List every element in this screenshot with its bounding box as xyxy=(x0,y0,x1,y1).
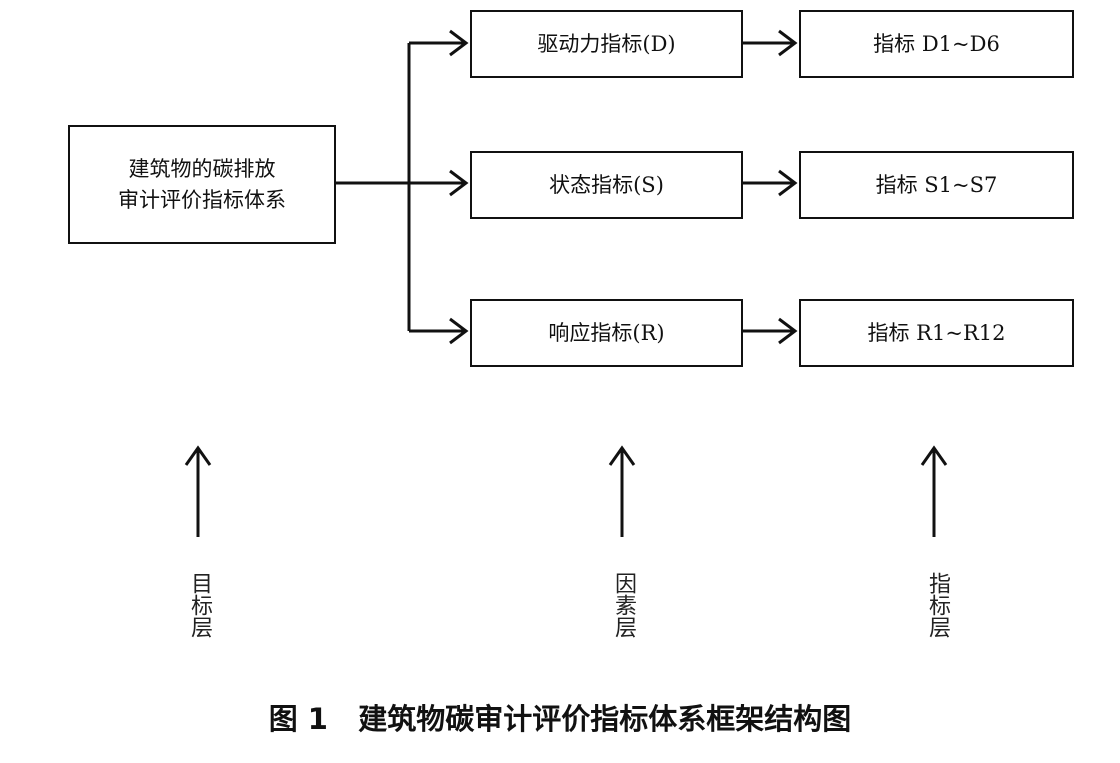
goal-line-1: 建筑物的碳排放 xyxy=(128,157,276,182)
indicator-label-s: 指标 S1~S7 xyxy=(875,172,998,197)
goal-line-2: 审计评价指标体系 xyxy=(118,187,286,212)
arrowhead-to-s xyxy=(449,169,469,197)
factor-box-s: 状态指标(S) xyxy=(470,151,743,219)
goal-layer-label: 目标层 xyxy=(187,572,212,638)
factor-layer-arrowhead xyxy=(608,445,636,466)
goal-layer-arrowhead xyxy=(184,445,212,466)
factor-layer-label: 因素层 xyxy=(611,572,636,638)
figure-number: 图 1 xyxy=(268,702,328,736)
indicator-layer-arrowhead xyxy=(920,445,948,466)
indicator-box-s: 指标 S1~S7 xyxy=(799,151,1074,219)
figure-title: 建筑物碳审计评价指标体系框架结构图 xyxy=(358,702,852,736)
indicator-label-d: 指标 D1~D6 xyxy=(873,31,1000,56)
arrowhead-to-r xyxy=(449,317,469,345)
factor-box-d: 驱动力指标(D) xyxy=(470,10,743,78)
goal-box: 建筑物的碳排放 审计评价指标体系 xyxy=(68,125,336,244)
indicator-layer-label: 指标层 xyxy=(925,572,950,638)
factor-label-s: 状态指标(S) xyxy=(549,172,664,197)
arrowhead-to-d xyxy=(449,29,469,57)
factor-label-r: 响应指标(R) xyxy=(548,320,665,345)
arrowhead-r-indicator xyxy=(778,317,798,345)
indicator-box-r: 指标 R1~R12 xyxy=(799,299,1074,367)
factor-label-d: 驱动力指标(D) xyxy=(537,31,676,56)
arrowhead-s-indicator xyxy=(778,169,798,197)
arrowhead-d-indicator xyxy=(778,29,798,57)
indicator-box-d: 指标 D1~D6 xyxy=(799,10,1074,78)
figure-caption: 图 1 建筑物碳审计评价指标体系框架结构图 xyxy=(0,696,1120,738)
factor-box-r: 响应指标(R) xyxy=(470,299,743,367)
goal-text: 建筑物的碳排放 审计评价指标体系 xyxy=(97,154,307,215)
indicator-label-r: 指标 R1~R12 xyxy=(867,320,1006,345)
